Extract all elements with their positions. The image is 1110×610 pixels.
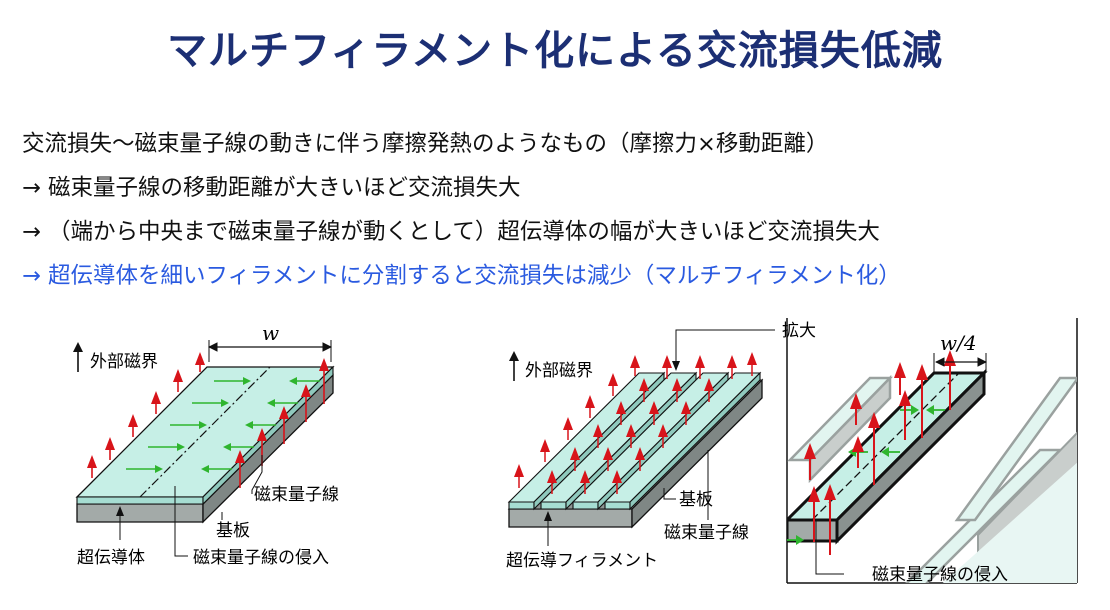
substrate-front-mid [508,508,633,528]
line-ac-loss-definition: 交流損失〜磁束量子線の動きに伴う摩擦発熱のようなもの（摩擦力×移動距離） [22,131,829,157]
zoom-leader [675,329,775,366]
width-label-left: w [262,321,279,345]
line-multifilament: → 超伝導体を細いフィラメントに分割すると交流損失は減少（マルチフィラメント化） [22,263,901,289]
line-width: → （端から中央まで磁束量子線が動くとして）超伝導体の幅が大きいほど交流損失大 [22,219,880,245]
filament-label-mid: 超伝導フィラメント [506,551,658,571]
left-figure: 外部磁界 [73,321,339,568]
width-label-zoom: w/4 [940,331,977,355]
zoom-label: 拡大 [782,321,816,341]
sc-label-left: 超伝導体 [77,548,145,568]
zoom-center-line [811,372,960,521]
substrate-label-mid: 基板 [679,490,713,510]
substrate-leader-mid [663,488,676,500]
line-distance: → 磁束量子線の移動距離が大きいほど交流損失大 [22,175,521,201]
field-label-left: 外部磁界 [90,352,158,372]
penetration-leader-zoom [815,520,844,575]
field-label-mid: 外部磁界 [525,361,593,381]
flux-label-mid: 磁束量子線 [664,523,749,543]
substrate-label-left: 基板 [216,521,250,541]
filaments-mid [507,371,762,511]
superconductor-side-left [202,365,334,506]
width-dimension-zoom: w/4 [933,331,987,372]
field-arrows-zoom [804,350,956,555]
middle-figure: 外部磁界 [506,321,816,571]
flux-label-left: 磁束量子線 [254,485,339,505]
field-arrows-left [87,352,329,488]
field-indicator-mid: 外部磁界 [509,351,593,381]
penetration-label-zoom: 磁束量子線の侵入 [872,565,1008,585]
explanation-lines: 交流損失〜磁束量子線の動きに伴う摩擦発熱のようなもの（摩擦力×移動距離） → 磁… [22,122,901,298]
right-zoom-figure: w/4 磁束量子線の侵入 [786,318,1078,585]
center-line-left [139,366,271,498]
superconductor-front-left [76,496,204,505]
width-dimension-left: w [208,321,332,362]
field-arrows-mid [514,352,757,494]
penetration-label-left: 磁束量子線の侵入 [193,548,329,568]
penetration-leader-left [174,486,188,557]
substrate-front-left [76,503,204,523]
field-indicator-left: 外部磁界 [73,342,158,372]
slide-title: マルチフィラメント化による交流損失低減 [167,28,943,74]
flux-leader-left [251,455,263,494]
flux-arrows-left [126,377,320,473]
